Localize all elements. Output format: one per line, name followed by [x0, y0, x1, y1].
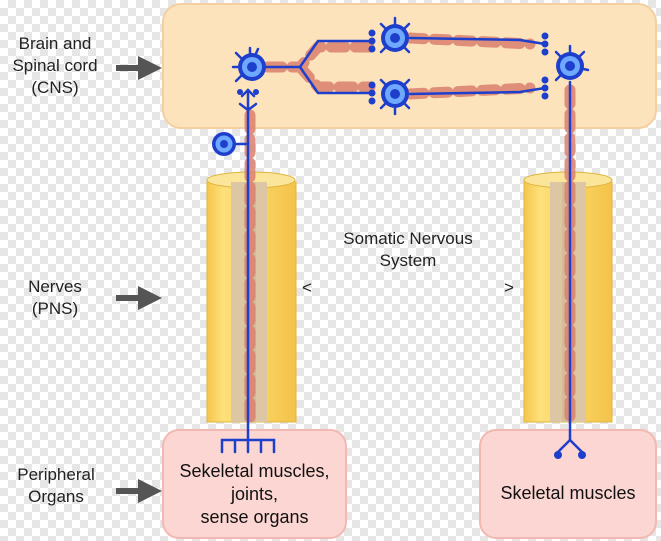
somatic-system-title: Somatic Nervous System [318, 228, 498, 272]
left-organ-line-3: sense organs [200, 507, 309, 527]
cns-label-line-2: Spinal cord [12, 56, 98, 75]
axons [220, 36, 584, 454]
left-organ-line-2: joints, [230, 484, 279, 504]
right-organ-line-1: Skeletal muscles [500, 483, 636, 503]
right-organ-box [479, 429, 657, 539]
cns-box [162, 3, 657, 129]
somatic-title-line-1: Somatic Nervous [343, 229, 473, 248]
cns-label-line-3: (CNS) [31, 78, 79, 97]
somatic-title-line-2: System [379, 251, 437, 270]
neuron-cns-top [379, 16, 411, 54]
neuron-cns-bottom [379, 78, 411, 116]
pns-label-line-1: Nerves [28, 277, 82, 296]
organs-label-line-1: Peripheral [17, 465, 95, 484]
neuron-cns-right [554, 44, 590, 82]
left-organ-line-1: Sekeletal muscles, [179, 461, 330, 481]
axon-terminals [237, 29, 586, 459]
left-organ-box [162, 429, 347, 539]
cns-label-line-1: Brain and [18, 34, 92, 53]
left-direction-mark: < [302, 278, 312, 297]
sensory-ganglion-neuron [212, 132, 236, 156]
cns-label: Brain and Spinal cord (CNS) [0, 33, 110, 99]
neuron-cns-left [231, 46, 266, 83]
left-organ-text: Sekeletal muscles, joints, sense organs [163, 460, 346, 529]
right-organ-text: Skeletal muscles [480, 482, 656, 505]
label-arrows [116, 56, 162, 503]
organs-label-line-2: Organs [28, 487, 84, 506]
pns-label-line-2: (PNS) [31, 299, 79, 318]
pns-label: Nerves (PNS) [0, 276, 110, 320]
right-direction-mark: > [504, 278, 514, 297]
organs-label: Peripheral Organs [0, 464, 112, 508]
